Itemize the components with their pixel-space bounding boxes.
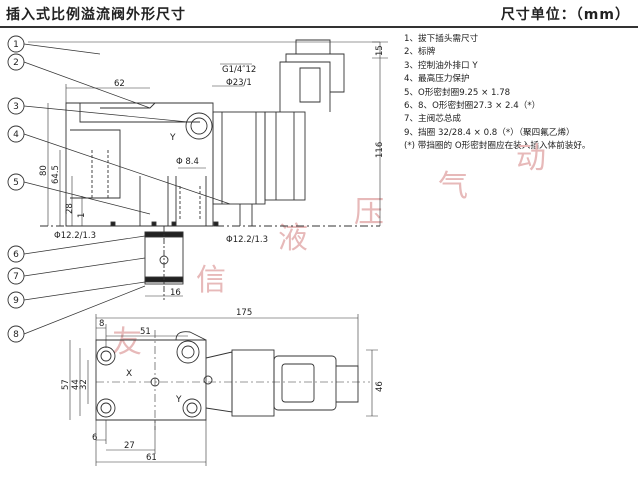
callout-4 bbox=[7, 125, 25, 143]
dim-175: 175 bbox=[236, 308, 252, 318]
legend-item: 4、最高压力保护 bbox=[404, 74, 470, 85]
bolt-hole bbox=[96, 398, 116, 418]
dim-15: 15 bbox=[375, 45, 385, 56]
callout-5 bbox=[7, 173, 25, 191]
callout-number: 6 bbox=[13, 250, 19, 260]
watermark-char: 液 bbox=[278, 221, 308, 256]
callouts bbox=[23, 43, 231, 335]
callout-3 bbox=[7, 97, 25, 115]
plan-solenoid-coil bbox=[231, 349, 275, 417]
solenoid-tube bbox=[264, 111, 306, 201]
connector-plug bbox=[279, 61, 331, 112]
port-y-label: Y bbox=[169, 133, 176, 143]
callout-number: 5 bbox=[13, 178, 19, 188]
watermark-char: 友 bbox=[112, 325, 142, 360]
callout-8 bbox=[7, 325, 25, 343]
elevation-dimensions bbox=[28, 41, 388, 297]
dim-46: 46 bbox=[375, 381, 385, 392]
dim-8: 8 bbox=[99, 319, 104, 329]
dim-phi-12-left: Φ12.2/1.3 bbox=[54, 231, 96, 241]
port-x-label: X bbox=[126, 369, 132, 379]
callout-number: 8 bbox=[13, 330, 19, 340]
dim-27: 27 bbox=[124, 441, 135, 451]
legend-item: 9、挡圈 32/28.4 × 0.8（*）（聚四氟乙烯） bbox=[404, 127, 575, 138]
watermark-char: 信 bbox=[196, 263, 226, 298]
legend-item: 1、拔下插头需尺寸 bbox=[404, 34, 479, 44]
watermark-char: 压 bbox=[354, 195, 384, 230]
dim-28: 28 bbox=[65, 203, 75, 214]
bolt-hole bbox=[182, 398, 202, 418]
dim-116: 116 bbox=[375, 142, 385, 158]
parts-legend: 1、拔下插头需尺寸 2、标牌 3、控制油外排口 Y 4、最高压力保护 5、O形密… bbox=[404, 33, 636, 154]
dim-6: 6 bbox=[92, 433, 97, 443]
plan-connector bbox=[273, 355, 337, 411]
callout-number: 3 bbox=[13, 102, 19, 112]
port-thread-label: G1/4″12 bbox=[222, 65, 256, 75]
legend-item: 2、标牌 bbox=[404, 47, 436, 58]
callout-numbers: 1 2 3 4 5 6 7 9 8 bbox=[13, 40, 19, 340]
callout-6 bbox=[7, 245, 25, 263]
dim-80: 80 bbox=[39, 165, 49, 176]
dim-phi-12-right: Φ12.2/1.3 bbox=[226, 235, 268, 245]
callout-number: 7 bbox=[13, 272, 19, 282]
plan-dim-labels: 175 8 51 57 44 32 46 6 27 61 X Y bbox=[61, 308, 385, 463]
watermark-char: 动 bbox=[516, 141, 546, 176]
elevation-view: Y bbox=[40, 39, 380, 300]
callout-9 bbox=[7, 291, 25, 309]
legend-item: 6、8、O形密封圈27.3 × 2.4（*） bbox=[404, 101, 541, 112]
plan-dimensions bbox=[69, 314, 378, 466]
port-y-plan bbox=[203, 375, 213, 385]
dim-phi-8-4: Φ 8.4 bbox=[176, 157, 199, 167]
legend-item: 7、主阀芯总成 bbox=[404, 114, 462, 125]
callout-2 bbox=[7, 53, 25, 71]
dim-51: 51 bbox=[140, 327, 151, 337]
legend-item: 3、控制油外排口 Y bbox=[404, 60, 478, 71]
callout-markers bbox=[7, 35, 25, 343]
solenoid-coil bbox=[212, 111, 266, 205]
watermark: 友 信 液 压 气 动 bbox=[112, 141, 546, 360]
port-y-circle bbox=[185, 112, 213, 140]
elevation-dim-labels: 15 116 62 80 64.5 28 1 G1/4″12 Φ23/1 Φ 8… bbox=[39, 45, 385, 298]
callout-number: 9 bbox=[13, 296, 19, 306]
dim-62: 62 bbox=[114, 79, 125, 89]
port-y-plan-label: Y bbox=[175, 395, 182, 405]
legend-item: 5、O形密封圈9.25 × 1.78 bbox=[404, 87, 511, 98]
callout-number: 4 bbox=[13, 130, 19, 140]
port-diameter-label: Φ23/1 bbox=[226, 78, 252, 88]
dim-32: 32 bbox=[79, 379, 89, 390]
watermark-char: 气 bbox=[438, 169, 468, 204]
unit-label: 尺寸单位：（mm） bbox=[500, 7, 630, 23]
callout-number: 1 bbox=[13, 40, 19, 50]
dim-16: 16 bbox=[170, 288, 181, 298]
dim-61: 61 bbox=[146, 453, 157, 463]
dim-1: 1 bbox=[77, 213, 87, 218]
dim-64-5: 64.5 bbox=[51, 165, 61, 184]
drawing-title: 插入式比例溢流阀外形尺寸 bbox=[6, 7, 186, 23]
callout-number: 2 bbox=[13, 58, 19, 68]
title-bar: 插入式比例溢流阀外形尺寸 尺寸单位：（mm） bbox=[0, 0, 638, 28]
bolt-hole bbox=[176, 340, 200, 364]
dim-44: 44 bbox=[71, 379, 81, 390]
dim-57: 57 bbox=[61, 379, 71, 390]
callout-7 bbox=[7, 267, 25, 285]
legend-item: (*) 带挡圈的 O形密封圈应在装入插入体前装好。 bbox=[404, 141, 591, 152]
callout-1 bbox=[7, 35, 25, 53]
